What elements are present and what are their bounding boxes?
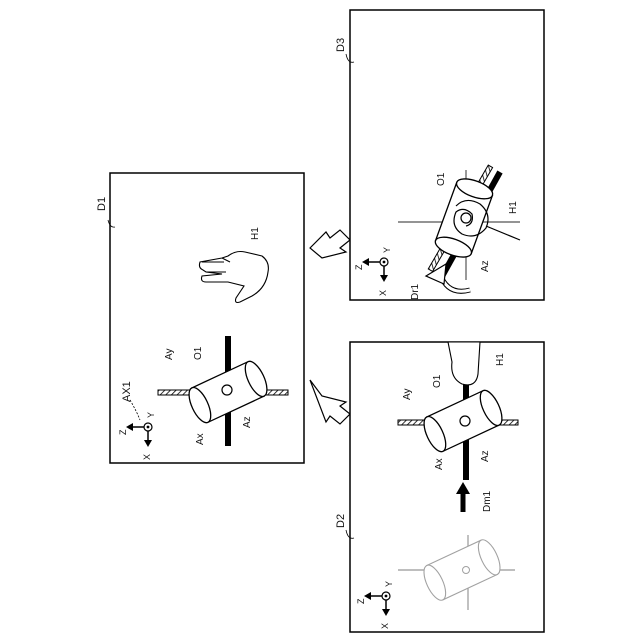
coord-z-label: Z (118, 429, 128, 435)
panel-d2-label: D2 (335, 514, 347, 528)
axis-z-label: Az (480, 450, 491, 462)
axis-z-label: Az (242, 416, 253, 428)
axis-x-label: Ax (434, 458, 445, 470)
coord-x-label: X (142, 454, 152, 460)
dm1-label: Dm1 (482, 490, 493, 512)
dr1-label: Dr1 (410, 283, 421, 300)
panel-d3-frame (350, 10, 544, 300)
axis-z-marker (222, 385, 232, 395)
panel-d3-label: D3 (335, 38, 347, 52)
panel-d3: D3 Z Y X (335, 10, 544, 300)
coord-y-label: Y (384, 581, 394, 587)
coord-z-label: Z (356, 598, 366, 604)
axis-y-label: Ay (402, 389, 413, 401)
hand-h1-label: H1 (495, 353, 506, 366)
coord-z-label: Z (354, 264, 364, 270)
axis-x-label: Ax (195, 433, 206, 445)
ax1-label: AX1 (121, 381, 133, 402)
hand-h1-label: H1 (250, 227, 261, 240)
o1-label: O1 (432, 374, 443, 388)
hand-h1-label: H1 (508, 201, 519, 214)
coord-x-label: X (380, 623, 390, 629)
panel-d1: D1 Z Y X AX1 Ay O1 (96, 173, 304, 463)
coord-x-label: X (378, 290, 388, 296)
arrow-d1-to-d2 (310, 380, 350, 424)
coord-y-label: Y (382, 247, 392, 253)
axis-y-label: Ay (164, 349, 175, 361)
panel-d2: D2 Z Y X Dm1 (335, 342, 544, 632)
panel-d1-label: D1 (96, 197, 108, 211)
arrow-d1-to-d3 (310, 230, 350, 258)
o1-label: O1 (193, 346, 204, 360)
coord-y-label: Y (146, 412, 156, 418)
o1-label: O1 (436, 172, 447, 186)
axis-z-label: Az (480, 260, 491, 272)
